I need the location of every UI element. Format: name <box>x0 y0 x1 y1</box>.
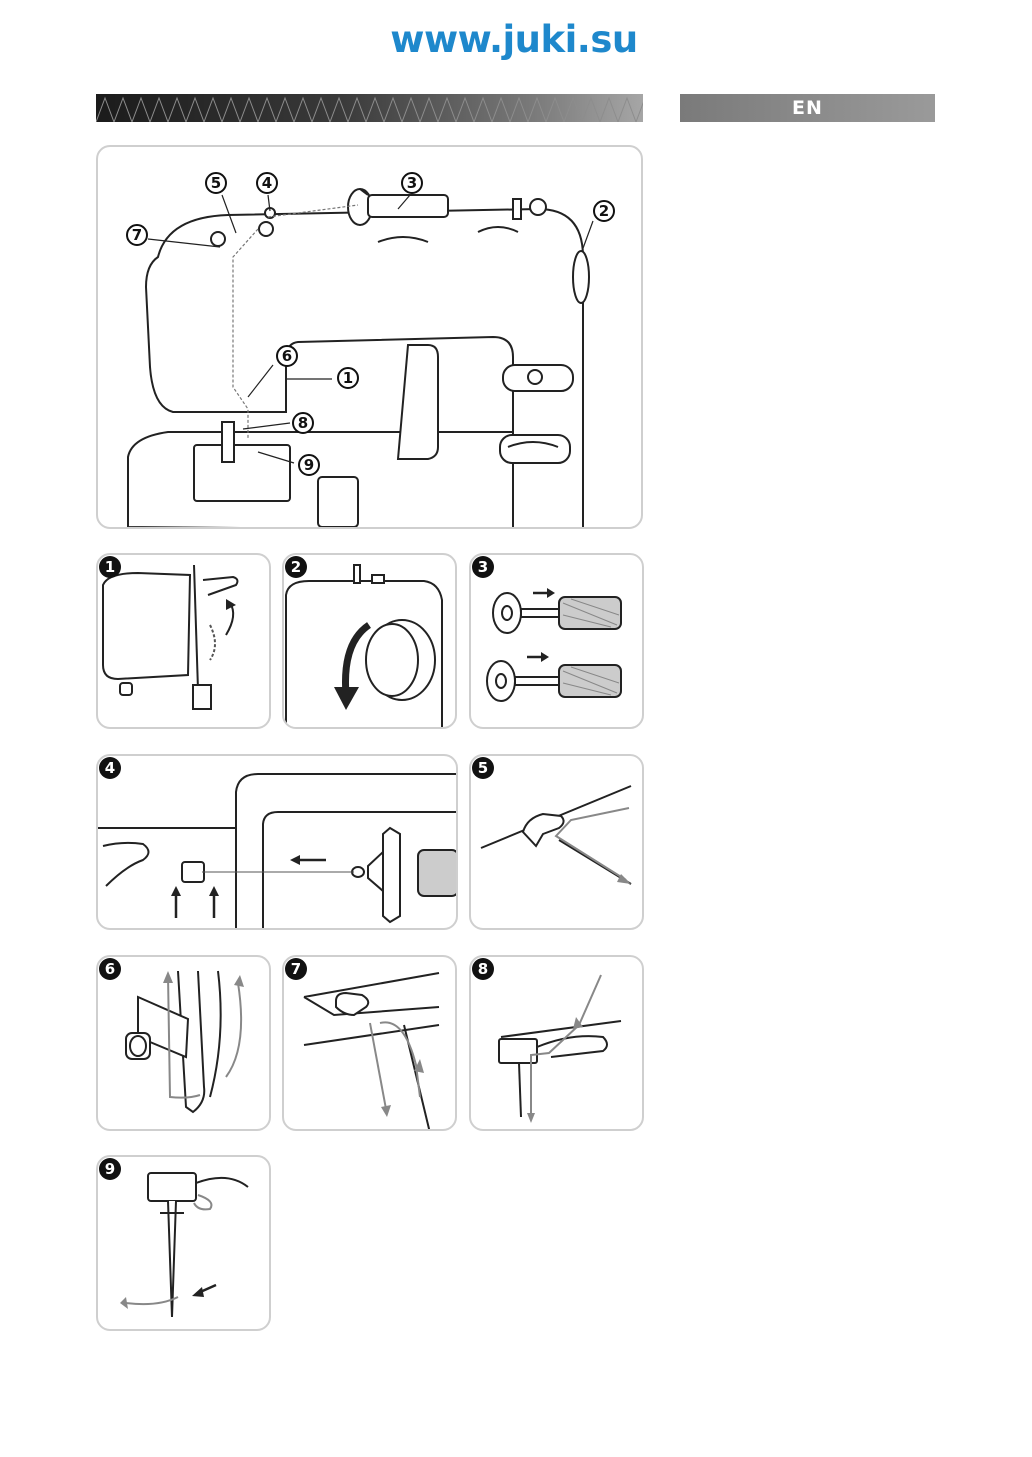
callout-9: 9 <box>298 454 320 476</box>
tension-guide-illustration <box>471 756 644 930</box>
step-number-3: 3 <box>472 556 494 578</box>
sewing-machine-illustration <box>98 147 643 529</box>
step-panel-6: 6 <box>96 955 271 1131</box>
callout-6: 6 <box>276 345 298 367</box>
thread-guide-illustration <box>98 756 458 930</box>
step-number-9: 9 <box>99 1158 121 1180</box>
step-panel-3: 3 <box>469 553 644 729</box>
thread-lever-illustration <box>98 555 271 729</box>
step-number-1: 1 <box>99 556 121 578</box>
callout-7: 7 <box>126 224 148 246</box>
callout-4: 4 <box>256 172 278 194</box>
handwheel-illustration <box>284 555 457 729</box>
callout-2: 2 <box>593 200 615 222</box>
step-panel-9: 9 <box>96 1155 271 1331</box>
take-up-lever-illustration <box>284 957 457 1131</box>
callout-8: 8 <box>292 412 314 434</box>
header-band <box>96 94 643 122</box>
callout-1: 1 <box>337 367 359 389</box>
step-number-5: 5 <box>472 757 494 779</box>
step-panel-1: 1 <box>96 553 271 729</box>
zigzag-pattern <box>96 94 643 122</box>
main-figure-panel: 5 4 3 2 7 6 1 8 9 <box>96 145 643 529</box>
callout-3: 3 <box>401 172 423 194</box>
tension-disc-illustration <box>98 957 271 1131</box>
needle-threading-illustration <box>98 1157 271 1331</box>
callout-5: 5 <box>205 172 227 194</box>
website-url: www.juki.su <box>384 18 644 61</box>
step-number-7: 7 <box>285 958 307 980</box>
step-number-6: 6 <box>99 958 121 980</box>
step-number-2: 2 <box>285 556 307 578</box>
step-panel-7: 7 <box>282 955 457 1131</box>
step-panel-8: 8 <box>469 955 644 1131</box>
step-panel-2: 2 <box>282 553 457 729</box>
language-label: EN <box>680 94 935 122</box>
spool-cap-illustration <box>471 555 644 729</box>
step-panel-4: 4 <box>96 754 458 930</box>
step-number-4: 4 <box>99 757 121 779</box>
needle-bar-guide-illustration <box>471 957 644 1131</box>
step-number-8: 8 <box>472 958 494 980</box>
step-panel-5: 5 <box>469 754 644 930</box>
